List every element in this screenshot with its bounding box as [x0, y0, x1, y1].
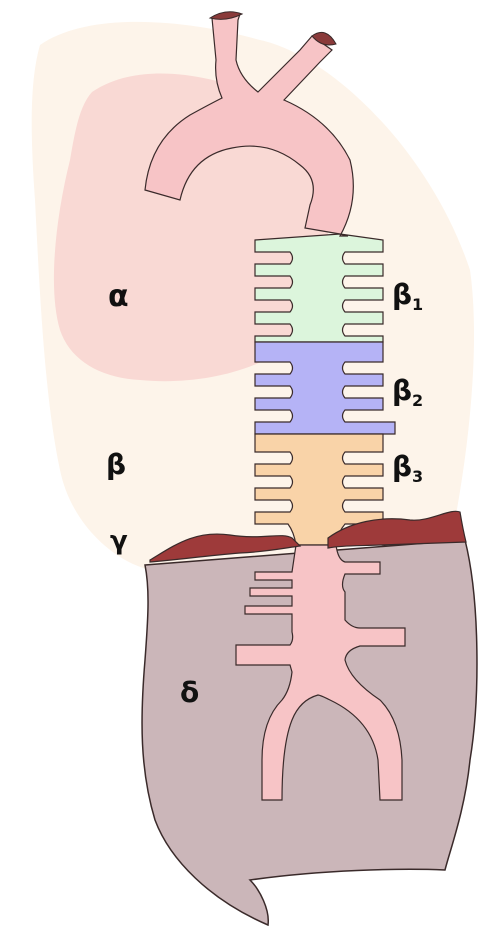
label-delta: δ	[180, 676, 199, 709]
label-gamma: γ	[110, 526, 128, 556]
label-alpha: α	[108, 279, 129, 314]
label-beta: β	[106, 448, 126, 481]
